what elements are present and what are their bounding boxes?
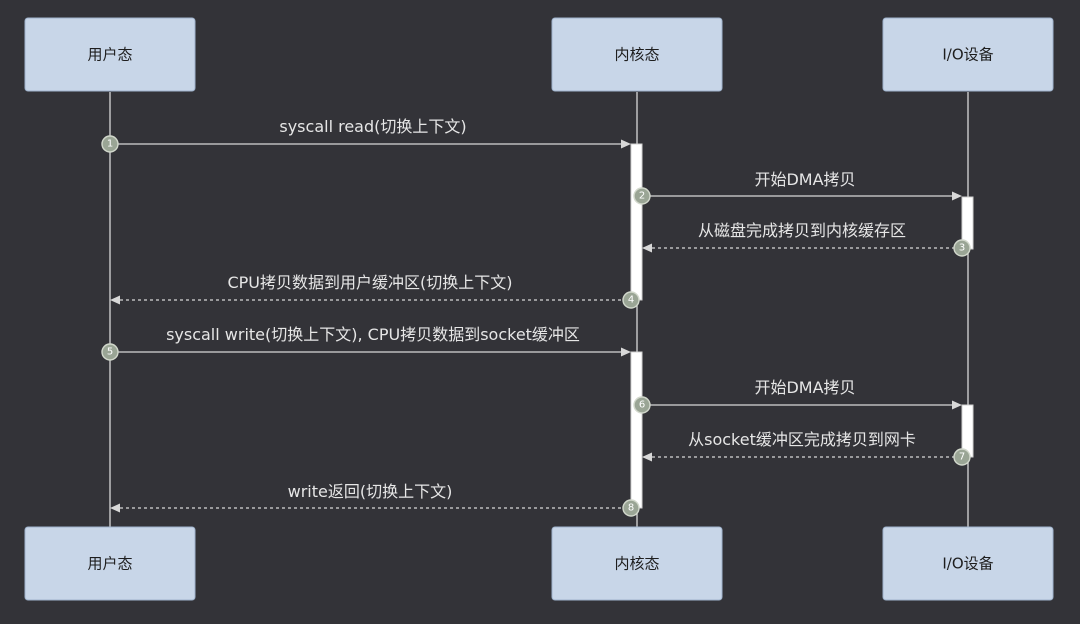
message-label: 从磁盘完成拷贝到内核缓存区	[698, 221, 906, 240]
step-number-badge	[101, 343, 119, 361]
actor-label: I/O设备	[942, 555, 993, 573]
message-6: 开始DMA拷贝 6	[633, 378, 962, 414]
actor-label: I/O设备	[942, 46, 993, 64]
actor-label: 用户态	[87, 46, 132, 64]
actor-kernel-bottom: 内核态	[551, 526, 723, 601]
step-number: 4	[628, 295, 634, 306]
message-5: syscall write(切换上下文), CPU拷贝数据到socket缓冲区 …	[101, 325, 631, 361]
actor-kernel-top: 内核态	[551, 17, 723, 92]
message-label: CPU拷贝数据到用户缓冲区(切换上下文)	[227, 273, 512, 292]
actor-io-top: I/O设备	[882, 17, 1054, 92]
step-number-badge	[953, 448, 971, 466]
arrowhead	[621, 347, 631, 357]
step-number-badge	[953, 239, 971, 257]
actor-io-bottom: I/O设备	[882, 526, 1054, 601]
actor-label: 用户态	[87, 555, 132, 573]
arrowhead	[952, 400, 962, 410]
message-3: 从磁盘完成拷贝到内核缓存区 3	[642, 221, 971, 257]
step-number: 2	[639, 191, 645, 202]
step-number-badge	[101, 135, 119, 153]
step-number-badge	[633, 396, 651, 414]
message-7: 从socket缓冲区完成拷贝到网卡 7	[642, 430, 971, 466]
actor-user-bottom: 用户态	[24, 526, 196, 601]
step-number: 3	[959, 243, 965, 254]
step-number: 1	[107, 139, 113, 150]
kernel-activation-2	[630, 351, 643, 509]
arrowhead	[952, 191, 962, 201]
step-number-badge	[633, 187, 651, 205]
step-number-badge	[622, 499, 640, 517]
step-number: 7	[959, 452, 965, 463]
actor-label: 内核态	[614, 46, 659, 64]
message-8: write返回(切换上下文) 8	[110, 482, 640, 517]
arrowhead	[110, 295, 120, 305]
message-label: write返回(切换上下文)	[288, 482, 453, 501]
step-number-badge	[622, 291, 640, 309]
message-label: syscall write(切换上下文), CPU拷贝数据到socket缓冲区	[166, 325, 580, 344]
message-4: CPU拷贝数据到用户缓冲区(切换上下文) 4	[110, 273, 640, 309]
message-2: 开始DMA拷贝 2	[633, 170, 962, 205]
message-label: 开始DMA拷贝	[754, 378, 855, 397]
step-number: 5	[107, 347, 113, 358]
arrowhead	[642, 452, 652, 462]
step-number: 6	[639, 400, 645, 411]
arrowhead	[110, 503, 120, 513]
arrowhead	[621, 139, 631, 149]
message-label: 从socket缓冲区完成拷贝到网卡	[688, 430, 916, 449]
message-1: syscall read(切换上下文) 1	[101, 117, 631, 153]
kernel-activation-1	[630, 143, 643, 301]
message-label: 开始DMA拷贝	[754, 170, 855, 189]
step-number: 8	[628, 503, 634, 514]
arrowhead	[642, 243, 652, 253]
actor-label: 内核态	[614, 555, 659, 573]
message-label: syscall read(切换上下文)	[279, 117, 466, 136]
actor-user-top: 用户态	[24, 17, 196, 92]
